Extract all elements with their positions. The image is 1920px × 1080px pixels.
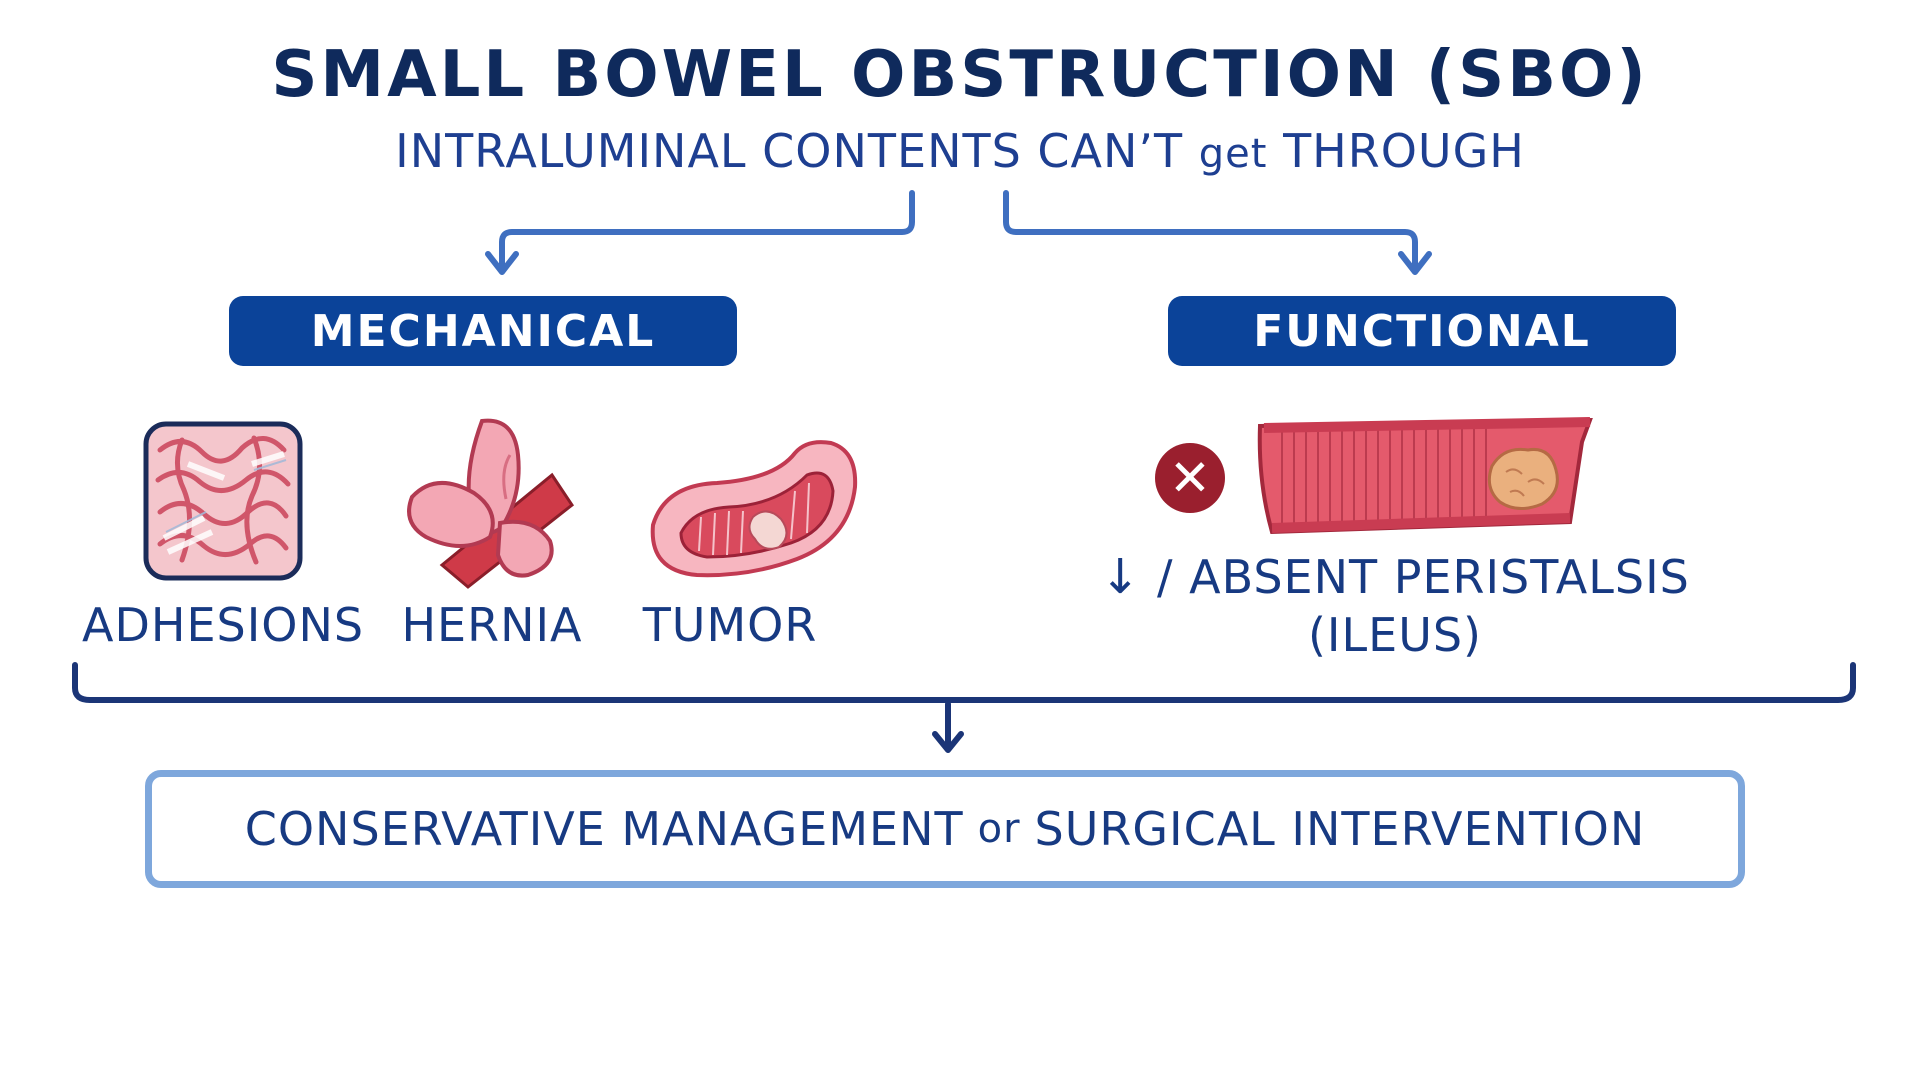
category-mechanical: MECHANICAL	[229, 296, 737, 366]
arrow-head-functional	[1398, 251, 1432, 275]
decrease-arrow: ↓	[1100, 549, 1142, 605]
functional-description: ↓ / ABSENT PERISTALSIS (ILEUS)	[1085, 548, 1705, 664]
adhesions-illustration	[142, 420, 304, 582]
cause-hernia: HERNIA	[401, 598, 583, 652]
ileus-illustration	[1252, 412, 1602, 537]
not-icon: ✕	[1155, 443, 1225, 513]
subtitle-part1: INTRALUMINAL CONTENTS CAN’T	[395, 124, 1184, 178]
functional-line2: (ILEUS)	[1307, 608, 1483, 662]
arrow-head-outcome	[932, 731, 964, 753]
page-title: SMALL BOWEL OBSTRUCTION (SBO)	[271, 38, 1649, 112]
outcome-part2: SURGICAL INTERVENTION	[1034, 802, 1646, 856]
outcome-box: CONSERVATIVE MANAGEMENT or SURGICAL INTE…	[145, 770, 1745, 888]
cause-adhesions: ADHESIONS	[82, 598, 365, 652]
subtitle: INTRALUMINAL CONTENTS CAN’T get THROUGH	[0, 124, 1920, 178]
subtitle-part2: get	[1198, 131, 1268, 177]
hernia-illustration	[402, 415, 582, 590]
arrow-head-mechanical	[485, 251, 519, 275]
functional-line1-text: / ABSENT PERISTALSIS	[1156, 550, 1690, 604]
subtitle-part3: THROUGH	[1283, 124, 1525, 178]
arrow-to-mechanical	[499, 190, 915, 271]
category-functional: FUNCTIONAL	[1168, 296, 1676, 366]
tumor-illustration	[645, 435, 860, 580]
functional-line1: ↓ / ABSENT PERISTALSIS	[1085, 548, 1705, 606]
bracket	[72, 662, 1856, 703]
outcome-part1: CONSERVATIVE MANAGEMENT	[244, 802, 964, 856]
outcome-conjunction: or	[977, 806, 1021, 852]
arrow-to-functional	[1003, 190, 1418, 271]
cause-tumor: TUMOR	[642, 598, 818, 652]
